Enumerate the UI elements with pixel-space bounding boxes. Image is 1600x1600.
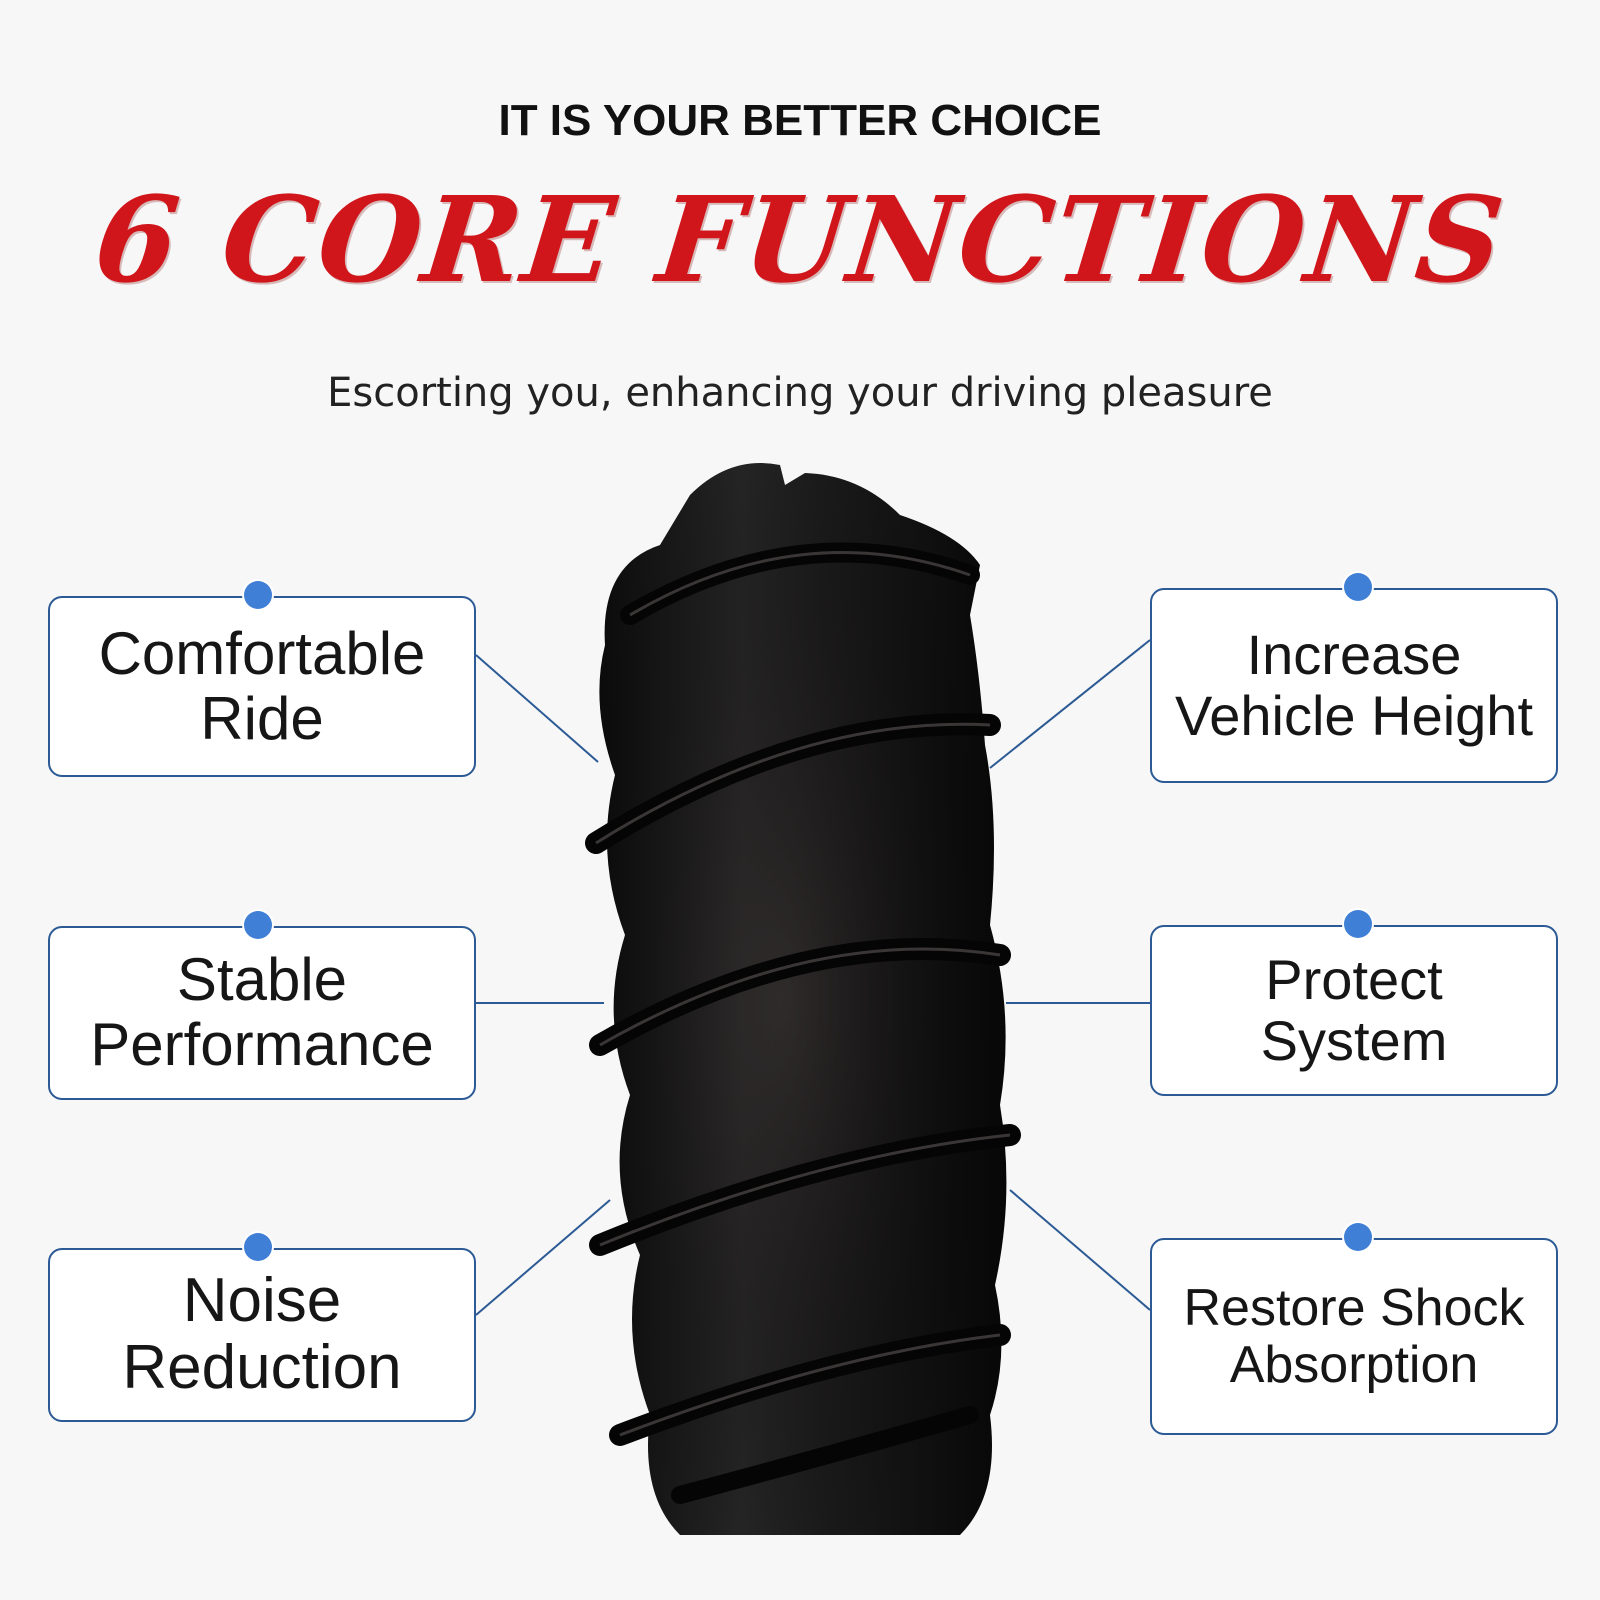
bullet-dot-icon <box>244 911 272 939</box>
tagline: IT IS YOUR BETTER CHOICE <box>498 96 1102 145</box>
feature-card-protect-system: Protect System <box>1150 925 1558 1096</box>
bullet-dot-icon <box>244 581 272 609</box>
feature-label: Protect System <box>1260 948 1448 1072</box>
feature-label: Comfortable Ride <box>98 619 426 752</box>
feature-card-increase-vehicle-height: Increase Vehicle Height <box>1150 588 1558 783</box>
feature-label: Increase Vehicle Height <box>1174 623 1533 747</box>
feature-card-comfortable-ride: Comfortable Ride <box>48 596 476 777</box>
feature-card-stable-performance: Stable Performance <box>48 926 476 1100</box>
bullet-dot-icon <box>1344 910 1372 938</box>
feature-card-restore-shock-absorption: Restore Shock Absorption <box>1150 1238 1558 1435</box>
feature-label: Restore Shock Absorption <box>1183 1279 1525 1394</box>
headline: 6 CORE FUNCTIONS <box>88 170 1512 309</box>
subtitle: Escorting you, enhancing your driving pl… <box>327 370 1273 416</box>
feature-label: Stable Performance <box>90 946 434 1078</box>
bullet-dot-icon <box>1344 1223 1372 1251</box>
bullet-dot-icon <box>1344 573 1372 601</box>
air-spring-image <box>585 463 1021 1535</box>
feature-label: Noise Reduction <box>122 1266 402 1402</box>
bullet-dot-icon <box>244 1233 272 1261</box>
feature-card-noise-reduction: Noise Reduction <box>48 1248 476 1422</box>
